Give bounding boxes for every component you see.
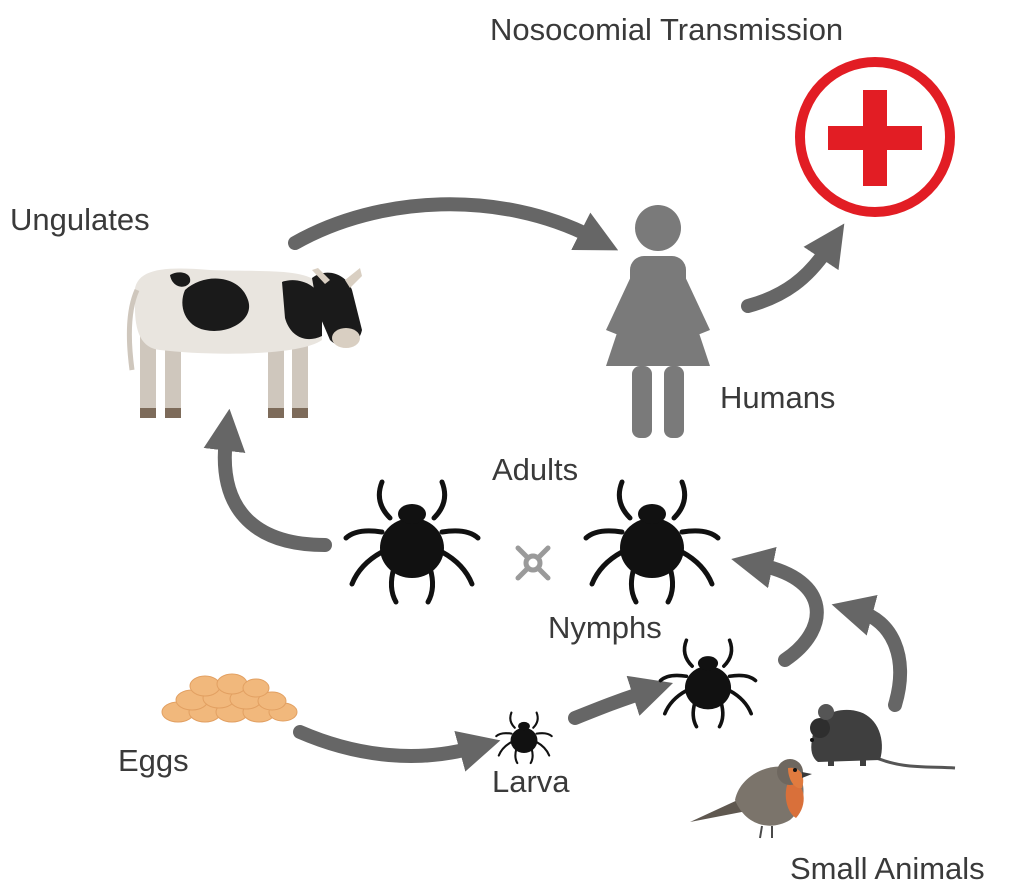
tick-icon — [496, 713, 551, 763]
arrow-ungulates-to-humans — [295, 204, 592, 243]
larva-label: Larva — [492, 766, 570, 797]
arrow-small-animals-to-adults — [860, 612, 900, 705]
eggs-icon — [162, 674, 297, 722]
tick-icon — [586, 482, 718, 602]
arrow-humans-to-nosocomial — [748, 248, 828, 306]
nosocomial-transmission-label: Nosocomial Transmission — [490, 14, 843, 45]
tick-icon — [346, 482, 478, 602]
ungulates-label: Ungulates — [10, 204, 150, 235]
arrow-eggs-to-larva — [300, 732, 472, 756]
humans-label: Humans — [720, 382, 835, 413]
arrow-adults-to-ungulates — [225, 438, 325, 545]
eggs-label: Eggs — [118, 745, 189, 776]
robin-icon — [690, 759, 812, 838]
small-animals-label: Small Animals — [790, 853, 985, 884]
tick-icon — [660, 640, 755, 726]
arrow-larva-to-nymphs — [575, 692, 645, 718]
adults-label: Adults — [492, 454, 578, 485]
nymphs-label: Nymphs — [548, 612, 662, 643]
medical-cross-icon — [800, 62, 950, 212]
mouse-icon — [810, 704, 955, 768]
arrow-small-animals-to-nymphs — [760, 565, 817, 660]
cow-icon — [129, 268, 362, 418]
mating-symbol-icon — [518, 548, 548, 578]
woman-icon — [606, 205, 710, 438]
